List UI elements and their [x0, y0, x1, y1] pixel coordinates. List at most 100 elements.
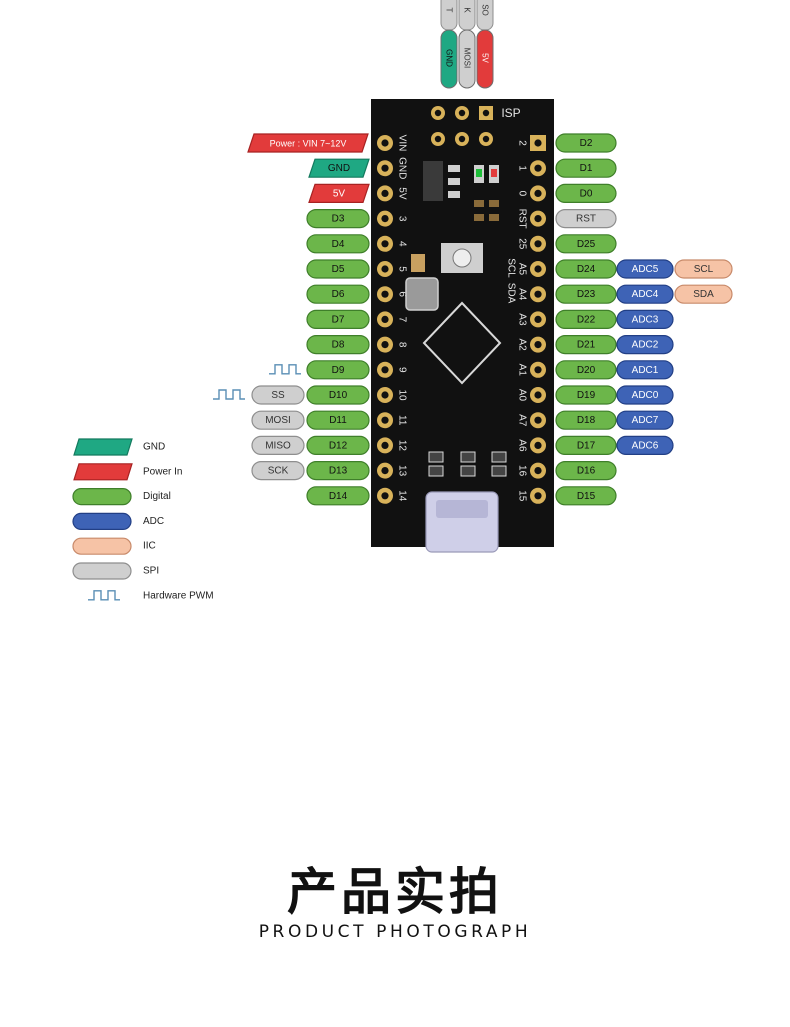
right-pin-pad	[530, 412, 546, 429]
wire-bottom-label-1: MOSI	[463, 48, 472, 68]
iic-scl-label: SCL	[694, 264, 714, 275]
adc-adc5-label: ADC5	[632, 264, 659, 275]
right-pin-pad	[530, 261, 546, 277]
right-pin-pad	[530, 361, 546, 378]
pin-hole	[534, 441, 542, 449]
right-pin-pad	[530, 336, 546, 353]
right-pin-d16-shape	[555, 461, 617, 481]
legend-power-swatch	[73, 463, 133, 481]
right-pin-d21-shape	[555, 335, 617, 355]
left-pin-d3: D3	[306, 209, 370, 229]
right-pin-rst-label: RST	[576, 214, 596, 225]
pin-hole	[534, 391, 542, 399]
left-pin-d11-shape	[306, 410, 370, 430]
adc-adc4: ADC4	[616, 284, 674, 304]
legend-adc-swatch	[72, 512, 132, 531]
legend-spi-label: SPI	[143, 566, 159, 577]
left-pin-pad	[377, 361, 393, 378]
right-pin-d16-label: D16	[577, 466, 596, 477]
board-left-label: 4	[397, 241, 408, 247]
right-pin-d0-shape	[555, 183, 617, 203]
isp-hole	[434, 109, 442, 117]
board-right-label: RST	[517, 209, 528, 229]
smd-diode	[460, 451, 476, 463]
pwm-d10-icon	[213, 389, 245, 400]
right-pin-pad	[530, 160, 546, 177]
right-pin-d19: D19	[555, 385, 617, 405]
board-left-label: VIN	[397, 135, 408, 152]
adc-adc2-label: ADC2	[632, 340, 659, 351]
adc-adc5-shape	[616, 259, 674, 279]
right-pin-d17-label: D17	[577, 440, 596, 451]
isp-hole	[458, 135, 466, 143]
adc-adc5: ADC5	[616, 259, 674, 279]
isp-hole	[458, 109, 466, 117]
isp-pin	[455, 132, 469, 146]
isp-pin	[479, 106, 493, 120]
board-right-label: 0	[517, 191, 528, 197]
left-pin-pad	[377, 311, 393, 328]
legend-digital-swatch	[72, 488, 132, 506]
left-pin-pad	[377, 487, 393, 504]
smd-resistor	[489, 214, 499, 221]
pin-hole	[381, 366, 389, 374]
left-pin-pad	[377, 286, 393, 303]
right-pin-d15-label: D15	[577, 491, 596, 502]
legend-gnd-label: GND	[143, 442, 165, 453]
left-pin-gnd: GND	[308, 158, 370, 178]
right-pin-d23-label: D23	[577, 289, 596, 300]
left-pin-d6-label: D6	[332, 289, 345, 300]
pin-hole	[534, 240, 542, 248]
left-pin-pad	[377, 261, 393, 277]
right-pin-d18: D18	[555, 410, 617, 430]
pin-hole	[381, 441, 389, 449]
pin-hole	[534, 341, 542, 349]
adc-adc6-shape	[616, 435, 674, 455]
right-pin-pad	[530, 437, 546, 454]
right-pin-d23-shape	[555, 284, 617, 304]
right-pin-d19-shape	[555, 385, 617, 405]
isp-label: ISP	[501, 106, 520, 120]
right-pin-d18-label: D18	[577, 415, 596, 426]
board-left-label: 11	[397, 415, 408, 426]
wire-top-label-0: T	[445, 8, 454, 13]
spi-mosi-label: MOSI	[265, 415, 291, 426]
left-pin-d6: D6	[306, 284, 370, 304]
pin-hole	[534, 164, 542, 172]
wire-bottom-label-0: GND	[445, 49, 454, 67]
smd-resistor	[474, 214, 484, 221]
right-pin-d15-shape	[555, 486, 617, 506]
board-right-label: 15	[517, 490, 528, 502]
pin-hole	[534, 467, 542, 475]
left-pin-d14-label: D14	[329, 491, 348, 502]
left-pin-d7-label: D7	[332, 314, 345, 325]
pin-hole	[534, 366, 542, 374]
board-right-label: A7	[517, 414, 528, 427]
right-pin-d2-label: D2	[580, 138, 593, 149]
smd-diode	[428, 451, 444, 463]
spi-sck: SCK	[251, 461, 305, 481]
legend-pwm-icon	[88, 590, 120, 601]
adc-adc4-shape	[616, 284, 674, 304]
right-pin-d25-shape	[555, 234, 617, 254]
adc-adc2: ADC2	[616, 335, 674, 355]
pin-hole	[381, 139, 389, 147]
legend-iic-swatch	[72, 537, 132, 555]
right-pin-d24-label: D24	[577, 264, 596, 275]
left-pin-power-vin-shape	[247, 133, 369, 153]
board-right-label: A6	[517, 439, 528, 452]
board-left-label: 6	[397, 291, 408, 297]
spi-sck-shape	[251, 461, 305, 481]
legend-pwm-label: Hardware PWM	[143, 590, 214, 601]
left-pin-d8: D8	[306, 335, 370, 355]
pin-hole	[534, 492, 542, 500]
right-pin-d19-label: D19	[577, 390, 596, 401]
right-pin-pad	[530, 286, 546, 303]
left-pin-d10-label: D10	[329, 390, 348, 401]
pin-hole	[534, 189, 542, 197]
right-pin-d22: D22	[555, 309, 617, 329]
right-pin-pad	[530, 235, 546, 252]
spi-miso: MISO	[251, 435, 305, 455]
adc-adc7-shape	[616, 410, 674, 430]
left-pin-pad	[377, 235, 393, 252]
